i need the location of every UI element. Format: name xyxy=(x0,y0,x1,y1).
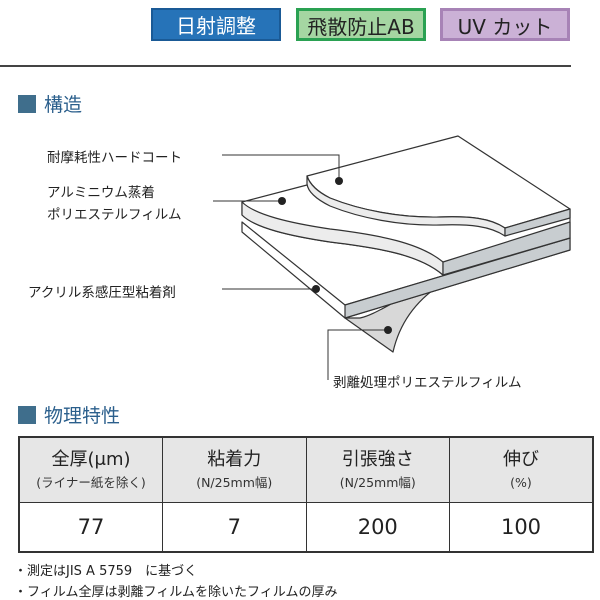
header-sub: (%) xyxy=(510,475,532,490)
section-title: 物理特性 xyxy=(44,405,121,427)
header-title: 全厚(μm) xyxy=(51,449,131,470)
marker-dot xyxy=(335,177,343,185)
note-thickness: ・フィルム全厚は剥離フィルムを除いたフィルムの厚み xyxy=(14,585,338,600)
badge-shatterproof: 飛散防止AB xyxy=(296,8,426,41)
header-title: 粘着力 xyxy=(207,449,262,470)
header-sub: (N/25mm幅) xyxy=(196,475,273,490)
value-adhesion: 7 xyxy=(162,502,307,553)
divider xyxy=(0,65,571,67)
label-hard-coat: 耐摩耗性ハードコート xyxy=(47,150,182,166)
marker-dot xyxy=(384,326,392,334)
label-adhesive: アクリル系感圧型粘着剤 xyxy=(28,285,176,301)
header-sub: (ライナー紙を除く) xyxy=(36,475,146,490)
section-title: 構造 xyxy=(44,94,83,116)
square-icon xyxy=(18,405,36,424)
marker-dot xyxy=(278,197,286,205)
header-title: 伸び xyxy=(503,449,539,470)
table-row: 77 7 200 100 xyxy=(18,502,594,553)
badge-uv-cut: UV カット xyxy=(440,8,570,41)
header-title: 引張強さ xyxy=(341,449,414,470)
table-header-row: 全厚(μm) (ライナー紙を除く) 粘着力 (N/25mm幅) 引張強さ (N/25m… xyxy=(18,436,594,503)
marker-dot xyxy=(312,285,320,293)
label-polyester: ポリエステルフィルム xyxy=(47,207,182,223)
section-properties: 物理特性 xyxy=(18,401,120,428)
header-adhesion: 粘着力 (N/25mm幅) xyxy=(162,436,307,503)
section-structure: 構造 xyxy=(18,90,82,117)
header-sub: (N/25mm幅) xyxy=(339,475,416,490)
header-elongation: 伸び (%) xyxy=(449,436,594,503)
properties-table: 全厚(μm) (ライナー紙を除く) 粘着力 (N/25mm幅) 引張強さ (N/25m… xyxy=(18,436,594,553)
layer-diagram xyxy=(213,135,571,380)
badge-solar-control: 日射調整 xyxy=(151,8,281,41)
value-tensile: 200 xyxy=(305,502,450,553)
square-icon xyxy=(18,94,36,113)
label-aluminum: アルミニウム蒸着 xyxy=(47,185,155,201)
value-thickness: 77 xyxy=(18,502,163,553)
value-elongation: 100 xyxy=(449,502,594,553)
header-thickness: 全厚(μm) (ライナー紙を除く) xyxy=(18,436,163,503)
note-standard: ・測定はJIS A 5759 に基づく xyxy=(14,564,198,579)
label-release-film: 剥離処理ポリエステルフィルム xyxy=(333,375,522,391)
header-tensile: 引張強さ (N/25mm幅) xyxy=(305,436,450,503)
